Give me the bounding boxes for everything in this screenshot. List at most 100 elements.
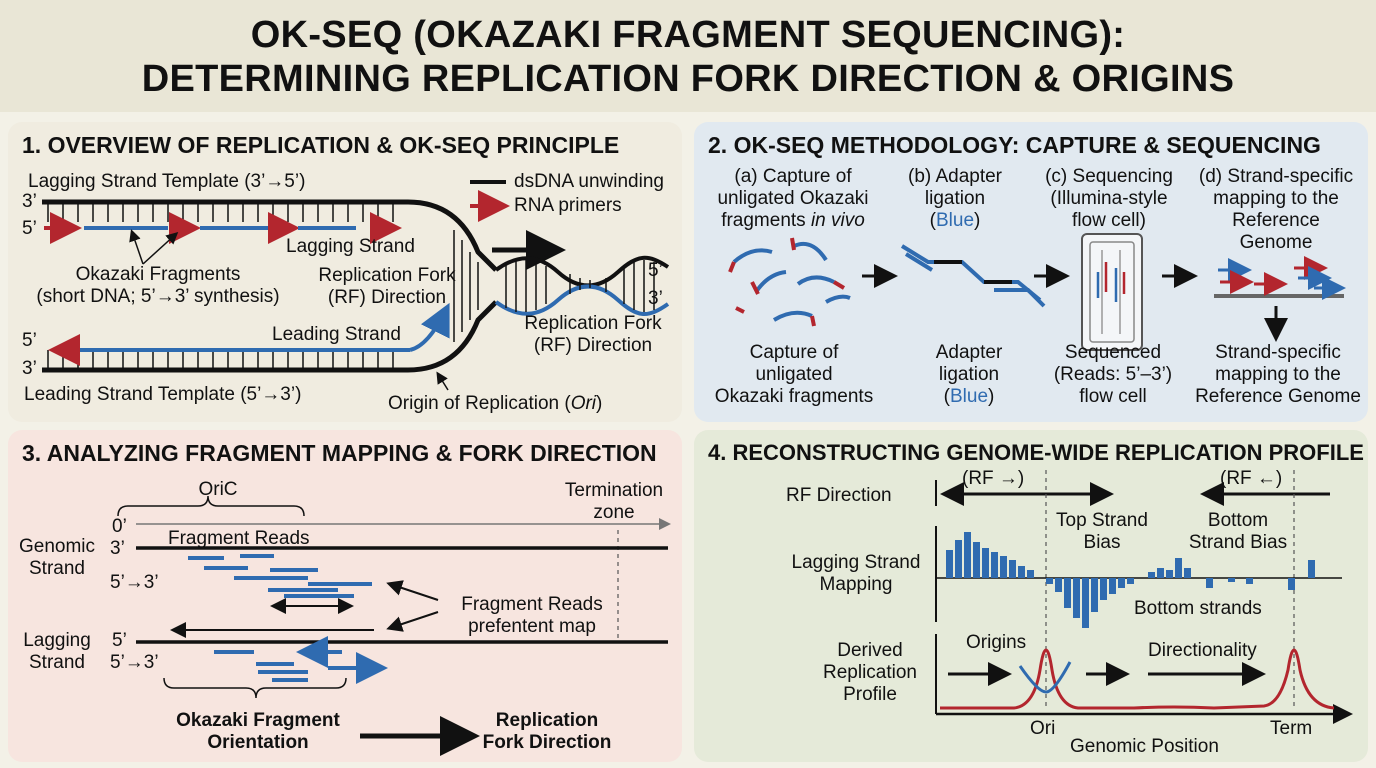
termination-line-2: zone: [593, 502, 635, 523]
sequenced-caption: Sequenced (Reads: 5’–3’) flow cell: [1038, 342, 1188, 408]
step-b-close: ): [974, 210, 981, 231]
origin-ori-text: Ori: [570, 393, 597, 414]
okazaki-orientation-line-2: Orientation: [207, 732, 309, 753]
adapter-open: (: [943, 386, 950, 407]
derived-line-2: Replication: [823, 662, 917, 683]
lagging-53-label: 5’→3’: [110, 652, 159, 673]
step-a-text: fragments: [721, 210, 811, 231]
bottom-strand-bias-label: Bottom Strand Bias: [1178, 510, 1298, 554]
derived-line-3: Profile: [843, 684, 897, 705]
origins-label: Origins: [966, 632, 1027, 653]
strand-mapping: [1214, 256, 1346, 342]
replication-fork-diagram: [42, 180, 670, 391]
panel-1-title: 1. OVERVIEW OF REPLICATION & OK-SEQ PRIN…: [22, 132, 620, 158]
leading-template-label: Leading Strand Template (5’→3’): [24, 384, 302, 405]
sequenced-caption-1: Sequenced: [1064, 342, 1162, 363]
adapter-ligated-fragment: [900, 244, 1046, 308]
lagging-line-2: Strand: [29, 652, 85, 673]
step-c-line-1: (c) Sequencing: [1045, 166, 1173, 187]
derived-profile-label: Derived Replication Profile: [810, 640, 930, 706]
adapter-caption-1: Adapter: [935, 342, 1003, 363]
replication-fork-line-2: Fork Direction: [482, 732, 612, 753]
zero-label: 0’: [112, 516, 127, 537]
directionality-label: Directionality: [1148, 640, 1257, 661]
panel-3-title: 3. ANALYZING FRAGMENT MAPPING & FORK DIR…: [22, 440, 657, 466]
rf-right-label: (RF →): [962, 468, 1025, 489]
step-b-line-1: (b) Adapter: [908, 166, 1002, 187]
genomic-3-label: 3’: [110, 538, 125, 559]
derived-line-1: Derived: [837, 640, 903, 661]
title-line-1: OK-SEQ (OKAZAKI FRAGMENT SEQUENCING):: [250, 14, 1126, 56]
lagging-mapping-line-1: Lagging Strand: [791, 552, 921, 573]
step-a-line-2: unligated Okazaki: [717, 188, 869, 209]
lagging-mapping-line-2: Mapping: [819, 574, 893, 595]
legend-dsdna-label: dsDNA unwinding: [514, 171, 664, 192]
top-bias-line-2: Bias: [1083, 532, 1121, 553]
termination-zone-label: Termination zone: [544, 480, 682, 524]
adapter-caption-3: (Blue): [914, 386, 1024, 408]
title-banner: OK-SEQ (OKAZAKI FRAGMENT SEQUENCING): DE…: [0, 0, 1376, 112]
bottom-strands-label: Bottom strands: [1134, 598, 1262, 619]
step-b-line-2: ligation: [924, 188, 986, 209]
genomic-line-2: Strand: [29, 558, 85, 579]
rf-left-label: (RF ←): [1220, 468, 1283, 489]
bottom-bias-line-2: Strand Bias: [1188, 532, 1288, 553]
genomic-fragment-reads: [188, 554, 372, 598]
fragment-reads-map-label: Fragment Reads prefentent map: [442, 594, 622, 638]
title-line-2: DETERMINING REPLICATION FORK DIRECTION &…: [141, 58, 1235, 100]
lagging-strand-label: Lagging Strand: [286, 236, 415, 257]
step-b-line-3: (Blue): [900, 210, 1010, 232]
bottom-bias-line-1: Bottom: [1207, 510, 1269, 531]
genomic-53-label: 5’→3’: [110, 572, 159, 593]
step-d-label: (d) Strand-specific mapping to the Refer…: [1186, 166, 1366, 254]
fragment-mapping-diagram: [117, 495, 671, 756]
panel-replication-profile: 4. RECONSTRUCTING GENOME-WIDE REPLICATIO…: [694, 430, 1368, 762]
lagging-mapping-bars: [946, 532, 1315, 628]
methodology-diagram: [728, 233, 1346, 351]
rf-direction-2-line-1: Replication Fork: [524, 313, 662, 334]
genomic-position-label: Genomic Position: [1070, 736, 1219, 757]
fragment-reads-label: Fragment Reads: [168, 528, 310, 549]
leading-strand-label: Leading Strand: [272, 324, 401, 345]
helix-5-label: 5’: [648, 260, 663, 281]
panel-2-title: 2. OK-SEQ METHODOLOGY: CAPTURE & SEQUENC…: [708, 132, 1321, 158]
panel-fragment-mapping: 3. ANALYZING FRAGMENT MAPPING & FORK DIR…: [8, 430, 682, 762]
step-d-line-4: Genome: [1239, 232, 1313, 253]
capture-caption-1: Capture of: [749, 342, 839, 363]
termination-line-1: Termination: [564, 480, 664, 501]
fragment-reads-map-line-2: prefentent map: [468, 616, 596, 637]
top-5-label: 5’: [22, 218, 37, 239]
top-strand-bias-label: Top Strand Bias: [1042, 510, 1162, 554]
mapping-caption: Strand-specific mapping to the Reference…: [1188, 342, 1368, 408]
rf-direction-label-2: Replication Fork (RF) Direction: [508, 313, 678, 357]
panel-methodology: 2. OK-SEQ METHODOLOGY: CAPTURE & SEQUENC…: [694, 122, 1368, 422]
step-a-label: (a) Capture of unligated Okazaki fragmen…: [698, 166, 888, 232]
fragment-reads-map-line-1: Fragment Reads: [461, 594, 603, 615]
okazaki-label-line-2: (short DNA; 5’→3’ synthesis): [36, 286, 280, 307]
leading-template-strand: [42, 300, 498, 373]
ori-label: Ori: [1030, 718, 1056, 739]
flow-cell: [1081, 233, 1143, 351]
oric-label: OriC: [198, 479, 238, 500]
replication-profile-curve: [940, 648, 1335, 710]
genomic-line-1: Genomic: [18, 536, 96, 557]
step-b-blue: Blue: [935, 210, 975, 231]
step-d-line-3: Reference: [1232, 210, 1320, 231]
mapping-caption-3: Reference Genome: [1195, 386, 1361, 407]
top-3-label: 3’: [22, 191, 37, 212]
lagging-mapping-label: Lagging Strand Mapping: [778, 552, 934, 596]
rf-direction-2-line-2: (RF) Direction: [533, 335, 653, 356]
legend-rna-label: RNA primers: [514, 195, 622, 216]
step-a-line-3: fragments in vivo: [698, 210, 888, 232]
step-b-label: (b) Adapter ligation (Blue): [900, 166, 1010, 232]
lagging-line-1: Lagging: [23, 630, 91, 651]
origin-close: ): [596, 393, 603, 414]
panel-overview: 1. OVERVIEW OF REPLICATION & OK-SEQ PRIN…: [8, 122, 682, 422]
adapter-caption-2: ligation: [938, 364, 1000, 385]
adapter-blue: Blue: [949, 386, 989, 407]
capture-caption-2: unligated: [755, 364, 833, 385]
helix-3-label: 3’: [648, 288, 663, 309]
replication-fork-direction-label: Replication Fork Direction: [464, 710, 630, 754]
adapter-caption: Adapter ligation (Blue): [914, 342, 1024, 408]
lagging-template-label: Lagging Strand Template (3’→5’): [28, 171, 306, 192]
